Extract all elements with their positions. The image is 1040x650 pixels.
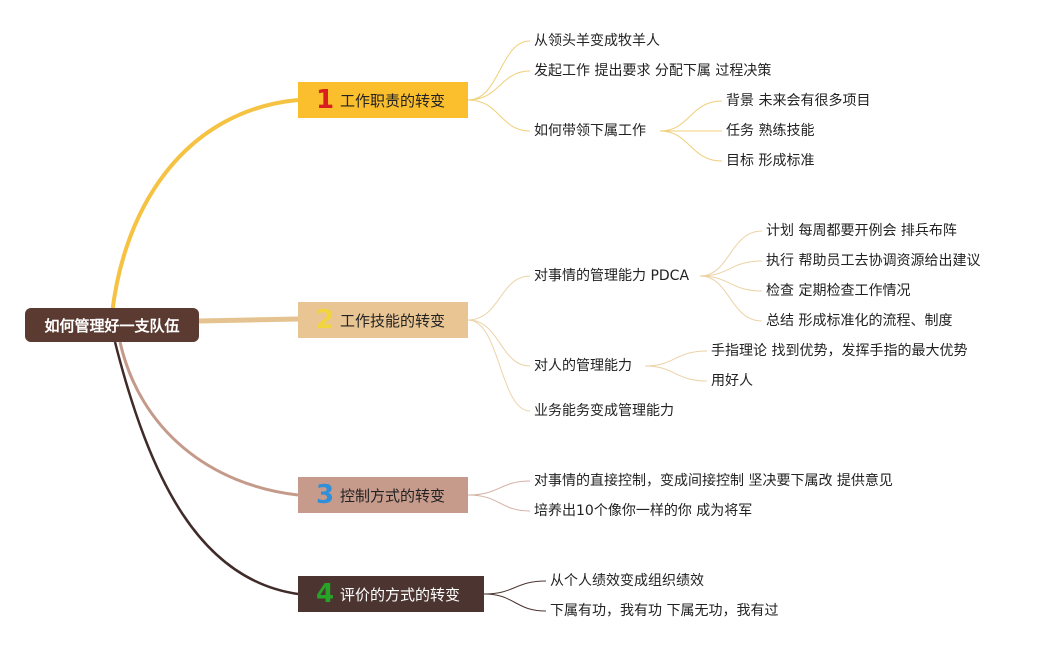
topic-b1-3-2[interactable]: 任务 熟练技能	[726, 123, 815, 139]
branch-3-label: 控制方式的转变	[340, 486, 446, 505]
root-branch-4-line	[113, 341, 299, 596]
branch-1-topic[interactable]: 1 工作职责的转变	[298, 82, 468, 118]
root-branch-3-line	[118, 341, 299, 497]
topic-b2-1-4[interactable]: 总结 形成标准化的流程、制度	[766, 313, 953, 329]
branch-2-label: 工作技能的转变	[340, 311, 446, 330]
root-branch-2-line	[198, 316, 299, 324]
topic-b2-1-1[interactable]: 计划 每周都要开例会 排兵布阵	[766, 223, 957, 239]
branch-4-label: 评价的方式的转变	[340, 585, 461, 604]
branch-2-topic[interactable]: 2 工作技能的转变	[298, 302, 468, 338]
branch-4-number: 4	[316, 579, 335, 609]
root-branch-1-line	[110, 98, 299, 315]
topic-b2-3[interactable]: 业务能务变成管理能力	[534, 403, 674, 419]
topic-b1-1[interactable]: 从领头羊变成牧羊人	[534, 33, 660, 49]
topic-b2-2-1[interactable]: 手指理论 找到优势，发挥手指的最大优势	[711, 343, 968, 359]
topic-b2-1-2[interactable]: 执行 帮助员工去协调资源给出建议	[766, 253, 981, 269]
root-topic[interactable]: 如何管理好一支队伍	[25, 308, 199, 342]
branch-3-topic[interactable]: 3 控制方式的转变	[298, 477, 468, 513]
branch-3-number: 3	[316, 480, 335, 510]
branch-4-topic[interactable]: 4 评价的方式的转变	[298, 576, 484, 612]
topic-b1-3[interactable]: 如何带领下属工作	[534, 123, 646, 139]
topic-b3-1[interactable]: 对事情的直接控制，变成间接控制 坚决要下属改 提供意见	[534, 473, 893, 489]
topic-b2-1[interactable]: 对事情的管理能力 PDCA	[534, 268, 690, 284]
topic-b3-2[interactable]: 培养出10个像你一样的你 成为将军	[534, 503, 753, 519]
branch-1-number: 1	[316, 85, 335, 115]
topic-b1-3-3[interactable]: 目标 形成标准	[726, 153, 815, 169]
topic-b2-1-3[interactable]: 检查 定期检查工作情况	[766, 283, 911, 299]
topic-b2-2-2[interactable]: 用好人	[711, 373, 753, 389]
topic-b1-3-1[interactable]: 背景 未来会有很多项目	[726, 93, 871, 109]
branch-1-label: 工作职责的转变	[340, 91, 446, 110]
topic-b4-1[interactable]: 从个人绩效变成组织绩效	[550, 573, 704, 589]
topic-b1-2[interactable]: 发起工作 提出要求 分配下属 过程决策	[534, 63, 772, 79]
topic-b4-2[interactable]: 下属有功，我有功 下属无功，我有过	[550, 603, 779, 619]
topic-b2-2[interactable]: 对人的管理能力	[534, 358, 632, 374]
branch-2-number: 2	[316, 305, 335, 335]
